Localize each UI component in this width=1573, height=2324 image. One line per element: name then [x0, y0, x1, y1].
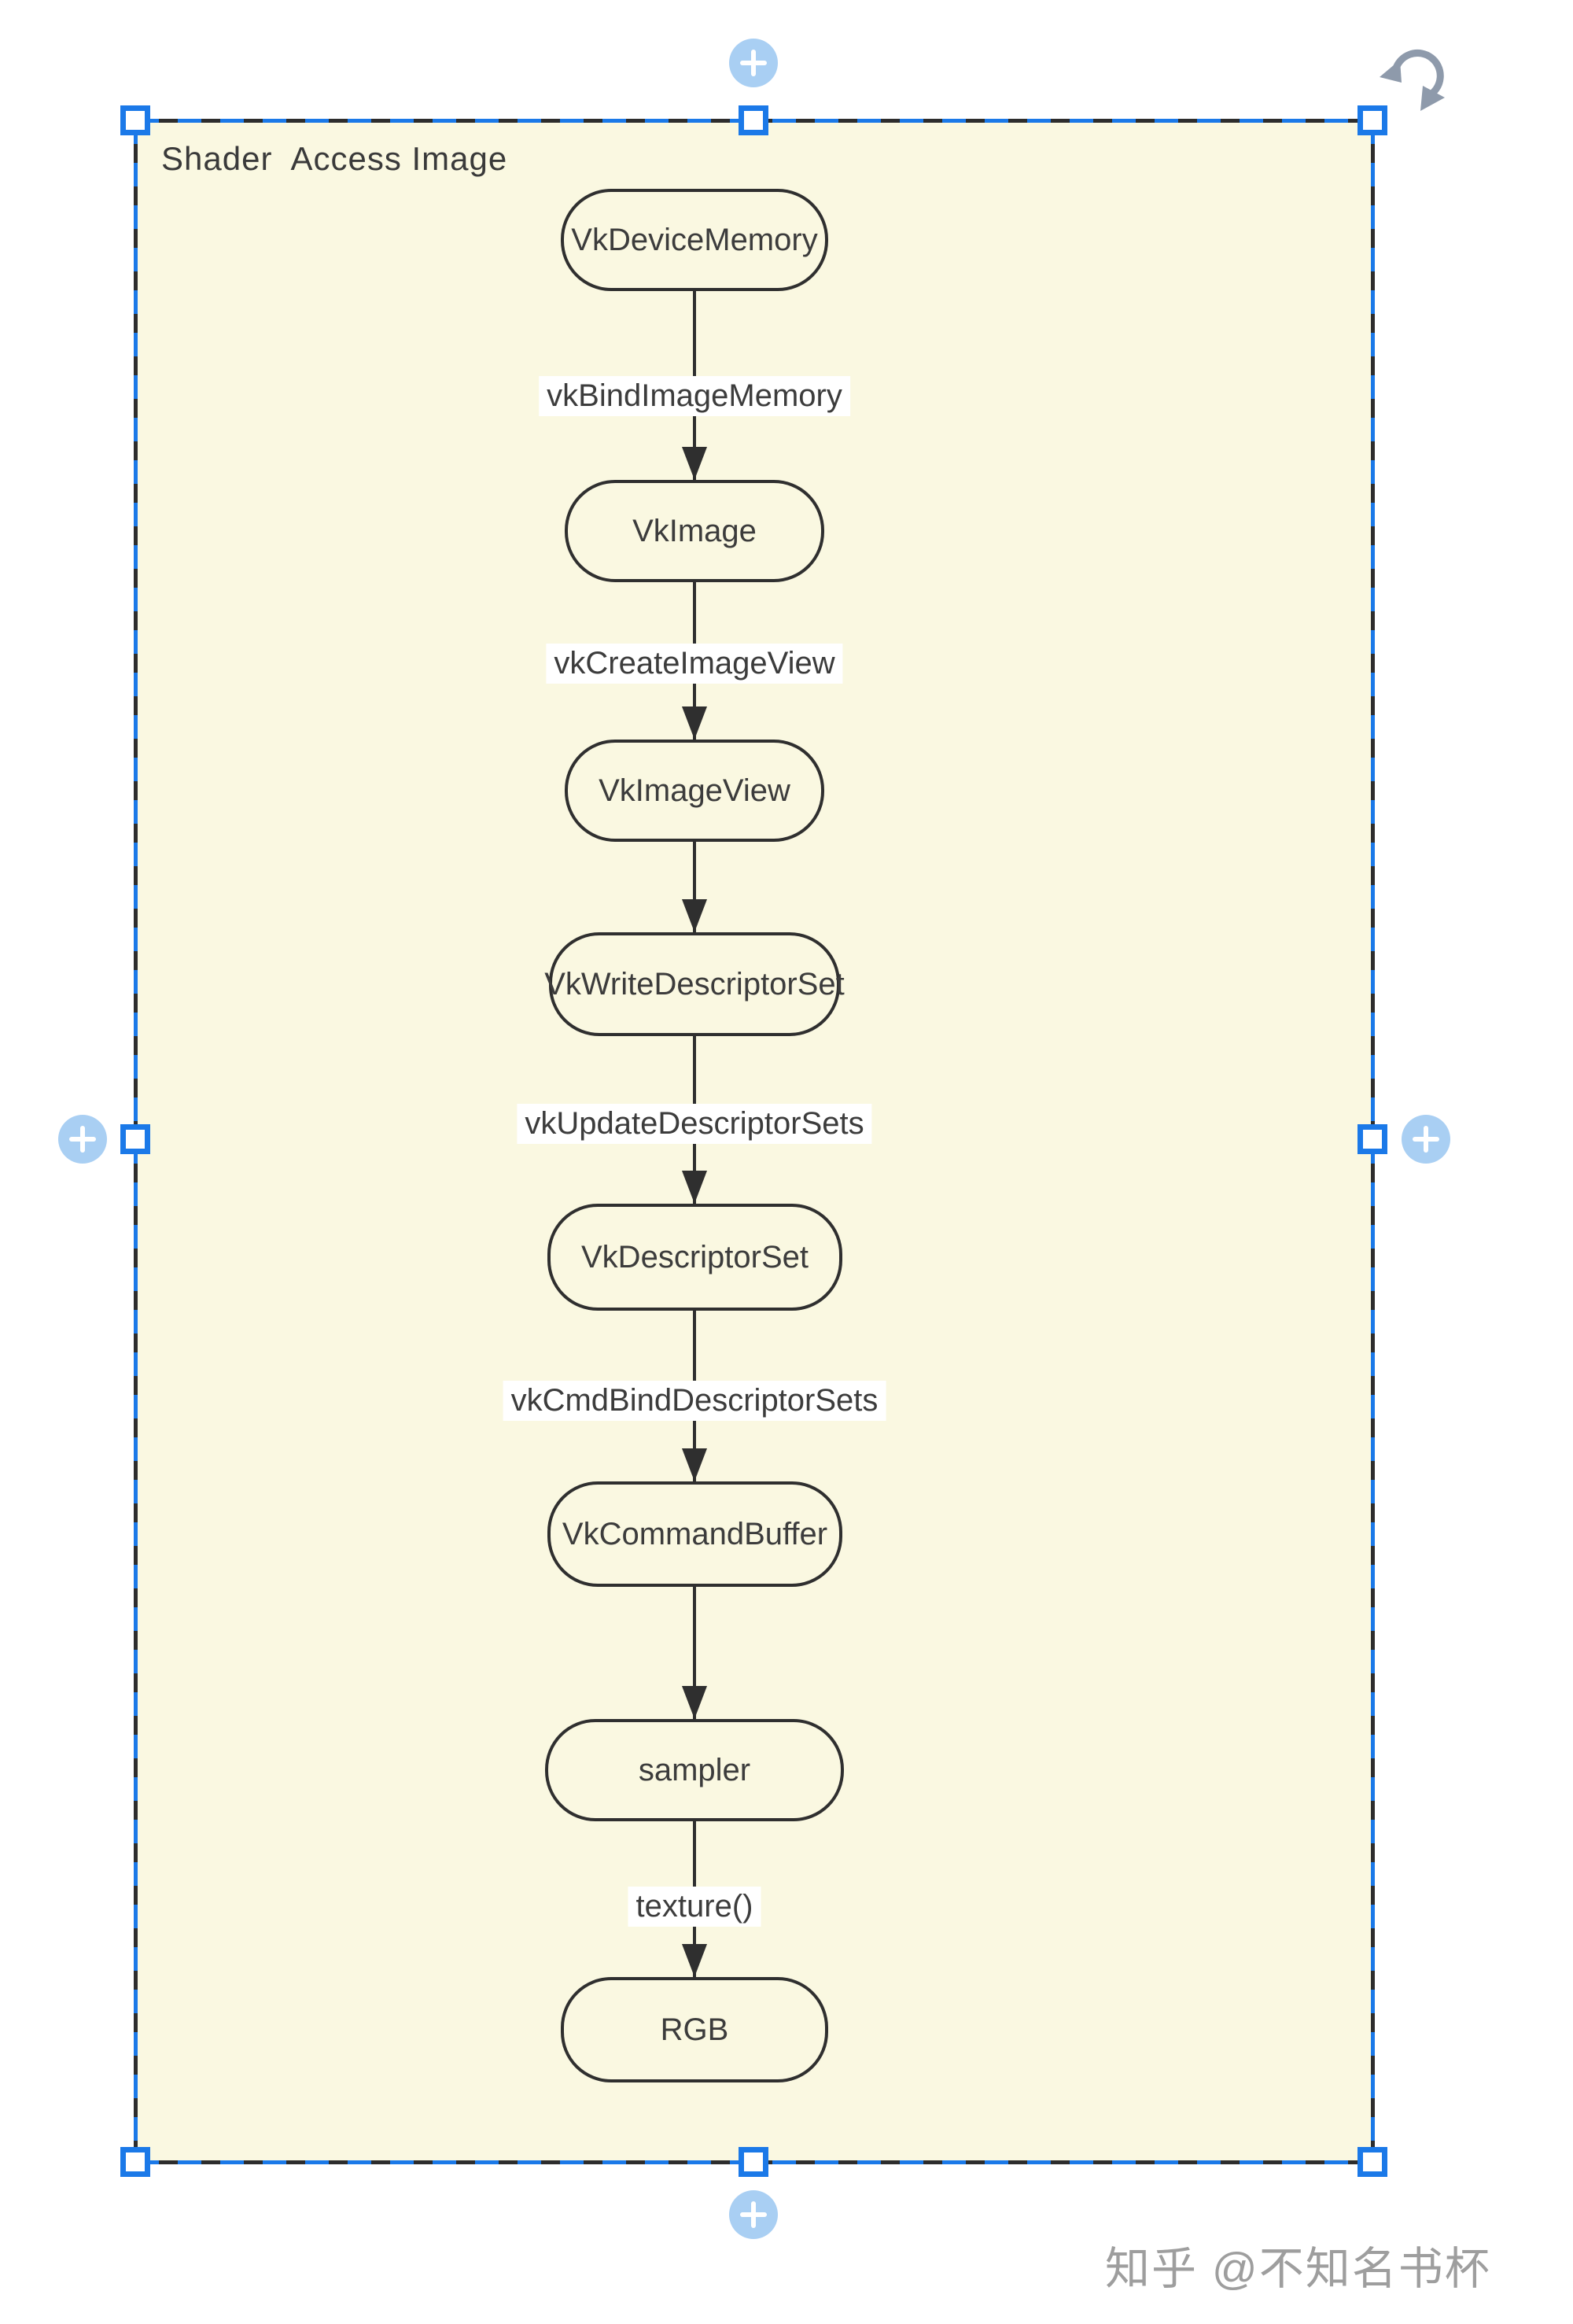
resize-handle-top-right[interactable] — [1357, 105, 1387, 135]
edge-label-texture[interactable]: texture() — [628, 1887, 761, 1927]
resize-handle-middle-left[interactable] — [120, 1124, 150, 1154]
resize-handle-bottom-left[interactable] — [120, 2147, 150, 2177]
node-vkimageview[interactable]: VkImageView — [565, 740, 824, 842]
node-vkcommandbuffer[interactable]: VkCommandBuffer — [547, 1481, 842, 1587]
group-title[interactable]: Shader Access Image — [161, 140, 508, 177]
add-node-button-top[interactable] — [729, 39, 778, 87]
rotate-icon — [1380, 49, 1445, 111]
edge-label-vkcmdbinddescriptorsets[interactable]: vkCmdBindDescriptorSets — [503, 1381, 886, 1421]
add-node-button-left[interactable] — [58, 1115, 107, 1164]
add-node-button-bottom[interactable] — [729, 2190, 778, 2239]
edge-arrow-5[interactable] — [693, 1587, 696, 1719]
resize-handle-middle-right[interactable] — [1357, 1124, 1387, 1154]
node-sampler[interactable]: sampler — [545, 1719, 844, 1821]
rotate-handle[interactable] — [1376, 38, 1452, 117]
node-rgb[interactable]: RGB — [561, 1977, 828, 2082]
edge-arrow-2[interactable] — [693, 842, 696, 932]
resize-handle-bottom-center[interactable] — [739, 2147, 768, 2177]
node-vkdevicememory[interactable]: VkDeviceMemory — [561, 189, 828, 291]
edge-label-vkbindimagememory[interactable]: vkBindImageMemory — [539, 376, 850, 416]
node-vkwritedescriptorset[interactable]: VkWriteDescriptorSet — [544, 932, 845, 1036]
node-vkdescriptorset[interactable]: VkDescriptorSet — [547, 1204, 842, 1311]
resize-handle-top-center[interactable] — [739, 105, 768, 135]
node-vkimage[interactable]: VkImage — [565, 480, 824, 582]
add-node-button-right[interactable] — [1402, 1115, 1450, 1164]
edge-label-vkupdatedescriptorsets[interactable]: vkUpdateDescriptorSets — [517, 1104, 872, 1144]
resize-handle-top-left[interactable] — [120, 105, 150, 135]
edge-label-vkcreateimageview[interactable]: vkCreateImageView — [546, 644, 843, 684]
watermark: 知乎 @不知名书杯 — [1105, 2244, 1491, 2294]
resize-handle-bottom-right[interactable] — [1357, 2147, 1387, 2177]
